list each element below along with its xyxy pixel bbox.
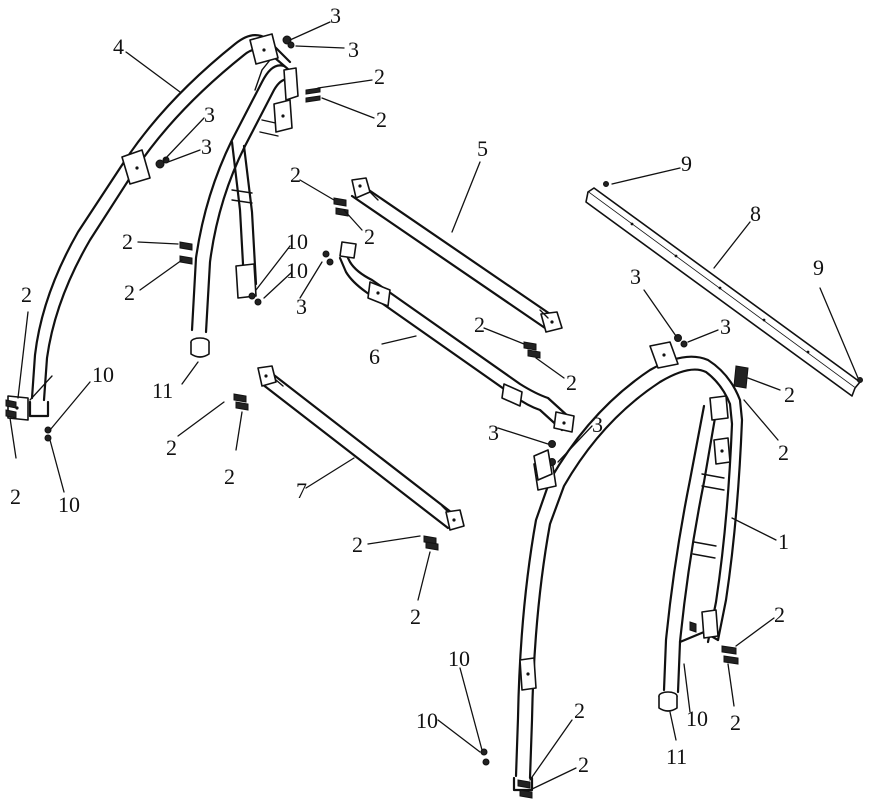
callout-11-grommet-left: 11 <box>152 378 173 403</box>
callout-3-nut-hoop1-a: 3 <box>630 264 641 289</box>
callout-9-screw-bottom: 9 <box>813 255 824 280</box>
callout-10-washer-e: 10 <box>448 646 470 671</box>
callout-3-nut-left-a: 3 <box>204 102 215 127</box>
callout-2-bolt-foot-left-b: 2 <box>10 484 21 509</box>
callout-2-bolt-hoop1-b: 2 <box>778 440 789 465</box>
part-11-grommet-left <box>190 337 210 358</box>
callout-4-rear-hoop: 4 <box>113 34 124 59</box>
callout-2-bolt-hoop4-a: 2 <box>122 229 133 254</box>
part-5-upper-tube <box>350 177 563 333</box>
callout-2-bolt-tube5-b: 2 <box>364 224 375 249</box>
callout-3-nut-hoop1-b: 3 <box>720 314 731 339</box>
callout-8-flat-bar: 8 <box>750 201 761 226</box>
callout-10-washer-f: 10 <box>686 706 708 731</box>
callout-10-washer-d: 10 <box>58 492 80 517</box>
callout-2-bolt-tube5-a: 2 <box>290 162 301 187</box>
callout-11-grommet-right: 11 <box>666 744 687 769</box>
callout-2-bolt-hoop1-f: 2 <box>578 752 589 777</box>
callout-7-lower-tube: 7 <box>296 478 307 503</box>
callout-10-washer-b: 10 <box>286 258 308 283</box>
callout-labels: 3 3 4 2 2 3 3 5 9 8 2 2 2 2 10 10 3 9 3 … <box>10 3 824 777</box>
callout-2-bolt-tube5-d: 2 <box>566 370 577 395</box>
callout-6-curved-tube: 6 <box>369 344 380 369</box>
leader-lines <box>9 21 859 791</box>
callout-2-bolt-foot-left-a: 2 <box>21 282 32 307</box>
callout-2-bolt-tube7-d: 2 <box>410 604 421 629</box>
callout-2-bolt-tube5-c: 2 <box>474 312 485 337</box>
callout-3-nut-tube6: 3 <box>296 294 307 319</box>
part-11-grommet-right <box>658 691 678 712</box>
callout-2-bolt-tube7-c: 2 <box>352 532 363 557</box>
callout-2-bolt-tube7-a: 2 <box>166 435 177 460</box>
callout-3-nut-tube6-b: 3 <box>592 412 603 437</box>
callout-3-nut-left-b: 3 <box>201 134 212 159</box>
hardware-fasteners <box>5 35 863 799</box>
part-7-lower-tube <box>257 365 465 531</box>
callout-2-bolt-tube7-b: 2 <box>224 464 235 489</box>
callout-2-bolt-hoop1-e: 2 <box>574 698 585 723</box>
part-8-flat-bar <box>585 187 861 397</box>
callout-2-bolt-hoop1-d: 2 <box>730 710 741 735</box>
callout-10-washer-c: 10 <box>92 362 114 387</box>
part-4-rear-hoop <box>7 33 299 421</box>
callout-2-bolt-hoop1-c: 2 <box>774 602 785 627</box>
callout-3-nut-top-b: 3 <box>348 37 359 62</box>
part-1-front-hoop <box>512 341 744 792</box>
callout-3-nut-top-a: 3 <box>330 3 341 28</box>
part-6-curved-tube <box>338 241 575 433</box>
callout-5-upper-tube: 5 <box>477 136 488 161</box>
callout-9-screw-top: 9 <box>681 151 692 176</box>
callout-1-front-hoop: 1 <box>778 529 789 554</box>
callout-2-bolt-hoop4-b: 2 <box>124 280 135 305</box>
callout-2-bolt-hoop1-a: 2 <box>784 382 795 407</box>
callout-10-washer-g: 10 <box>416 708 438 733</box>
callout-2-bolt-top-b: 2 <box>376 107 387 132</box>
callout-10-washer-a: 10 <box>286 229 308 254</box>
callout-3-nut-tube6-a: 3 <box>488 420 499 445</box>
callout-2-bolt-top-a: 2 <box>374 64 385 89</box>
